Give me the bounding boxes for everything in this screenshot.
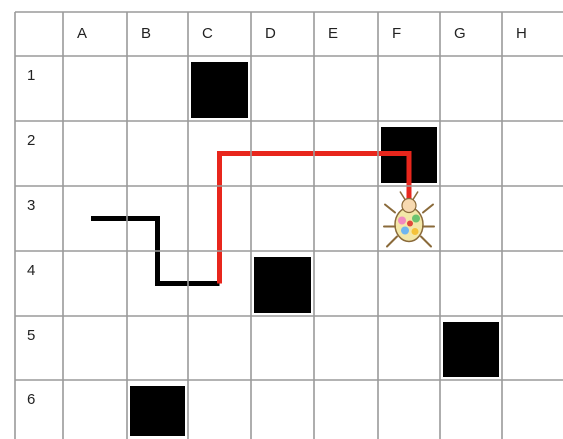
blocked-cell-G5: [443, 322, 499, 377]
bug-spot: [412, 228, 419, 235]
bug-spot: [407, 221, 413, 227]
column-label-C: C: [202, 25, 213, 42]
row-label-4: 4: [27, 262, 35, 279]
column-label-E: E: [328, 25, 338, 42]
bug-head: [402, 199, 416, 213]
column-label-F: F: [392, 25, 401, 42]
blocked-cell-D4: [254, 257, 311, 313]
row-label-6: 6: [27, 391, 35, 408]
row-label-3: 3: [27, 197, 35, 214]
row-label-2: 2: [27, 132, 35, 149]
column-label-G: G: [454, 25, 466, 42]
blocked-cell-B6: [130, 386, 185, 436]
column-label-D: D: [265, 25, 276, 42]
bug-spot: [412, 215, 420, 223]
column-label-A: A: [77, 25, 87, 42]
bug-spot: [401, 227, 409, 235]
row-label-1: 1: [27, 67, 35, 84]
column-label-B: B: [141, 25, 151, 42]
row-label-5: 5: [27, 327, 35, 344]
column-label-H: H: [516, 25, 527, 42]
bug-spot: [398, 217, 406, 225]
blocked-cell-C1: [191, 62, 248, 118]
